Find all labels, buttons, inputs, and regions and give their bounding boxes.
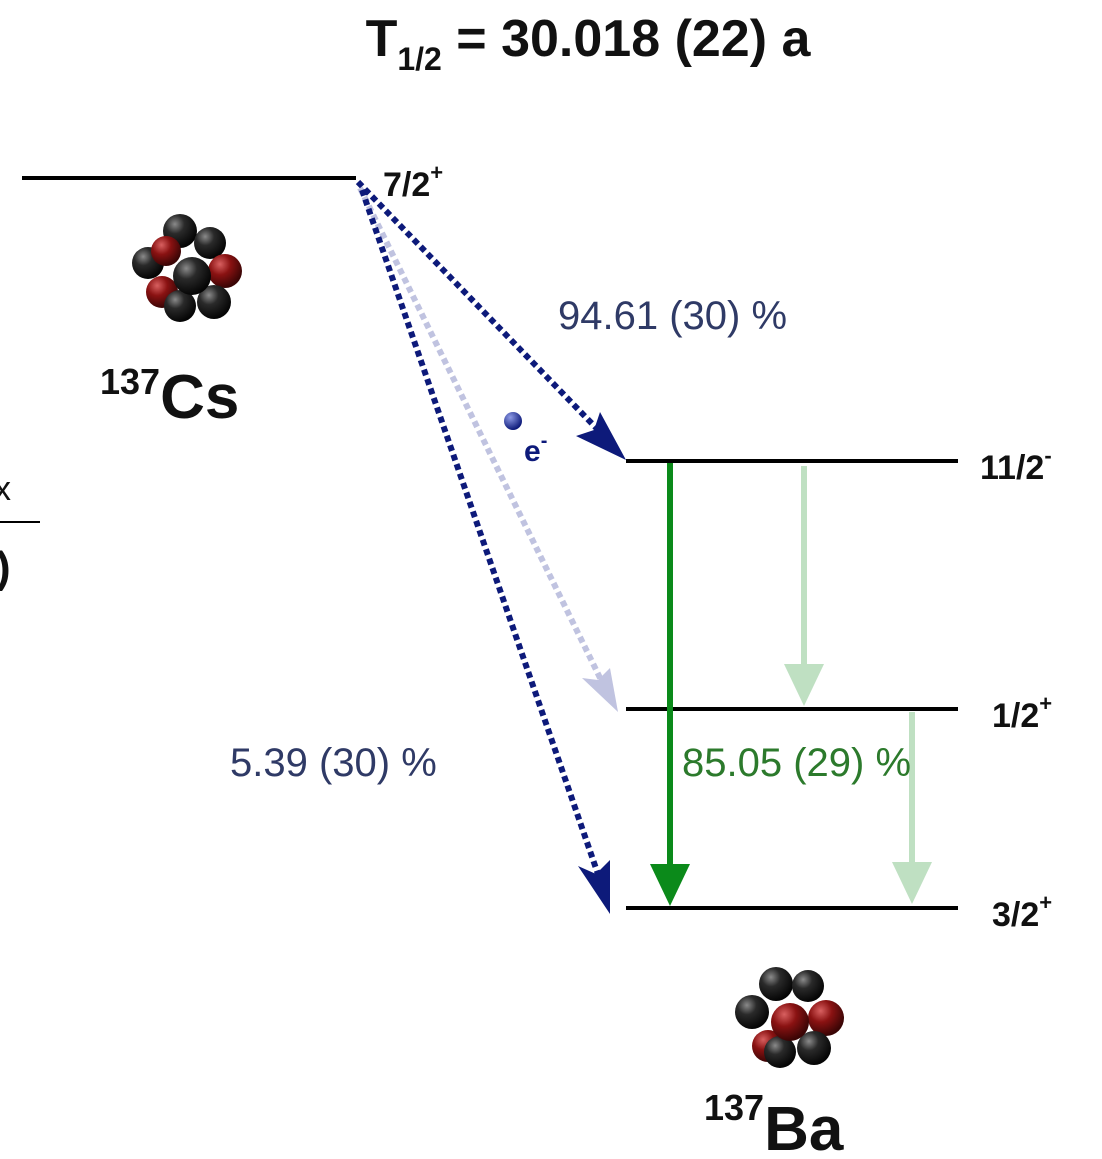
beta-arrow-middle-faded (357, 186, 618, 712)
beta-arrow-lower (359, 189, 610, 914)
gamma-arrow-main (650, 463, 690, 906)
electron-label: e- (524, 430, 547, 468)
gamma-arrow-faded-upper (784, 466, 824, 706)
gamma-intensity-label: 85.05 (29) % (682, 741, 911, 785)
level-spin-label-1-2: 1/2+ (992, 691, 1052, 735)
electron-icon (504, 412, 522, 430)
branch-label-lower: 5.39 (30) % (230, 741, 437, 785)
cut-off-fragment-lower: ) (0, 543, 11, 592)
branch-label-upper: 94.61 (30) % (558, 294, 787, 338)
level-spin-label-3-2: 3/2+ (992, 890, 1052, 934)
cut-off-fragment-upper: x (0, 470, 11, 508)
daughter-nuclide-label: 137Ba (704, 1087, 844, 1159)
ba-nucleus-icon (735, 967, 844, 1068)
half-life-title: T1/2 = 30.018 (22) a (366, 10, 812, 77)
gamma-arrow-faded-lower (892, 712, 932, 904)
cs-nucleus-icon (132, 214, 242, 322)
beta-arrow-upper (355, 179, 626, 460)
parent-nuclide-label: 137Cs (100, 361, 239, 432)
level-spin-label-11-2: 11/2- (980, 443, 1052, 487)
parent-spin-label: 7/2+ (383, 160, 443, 204)
